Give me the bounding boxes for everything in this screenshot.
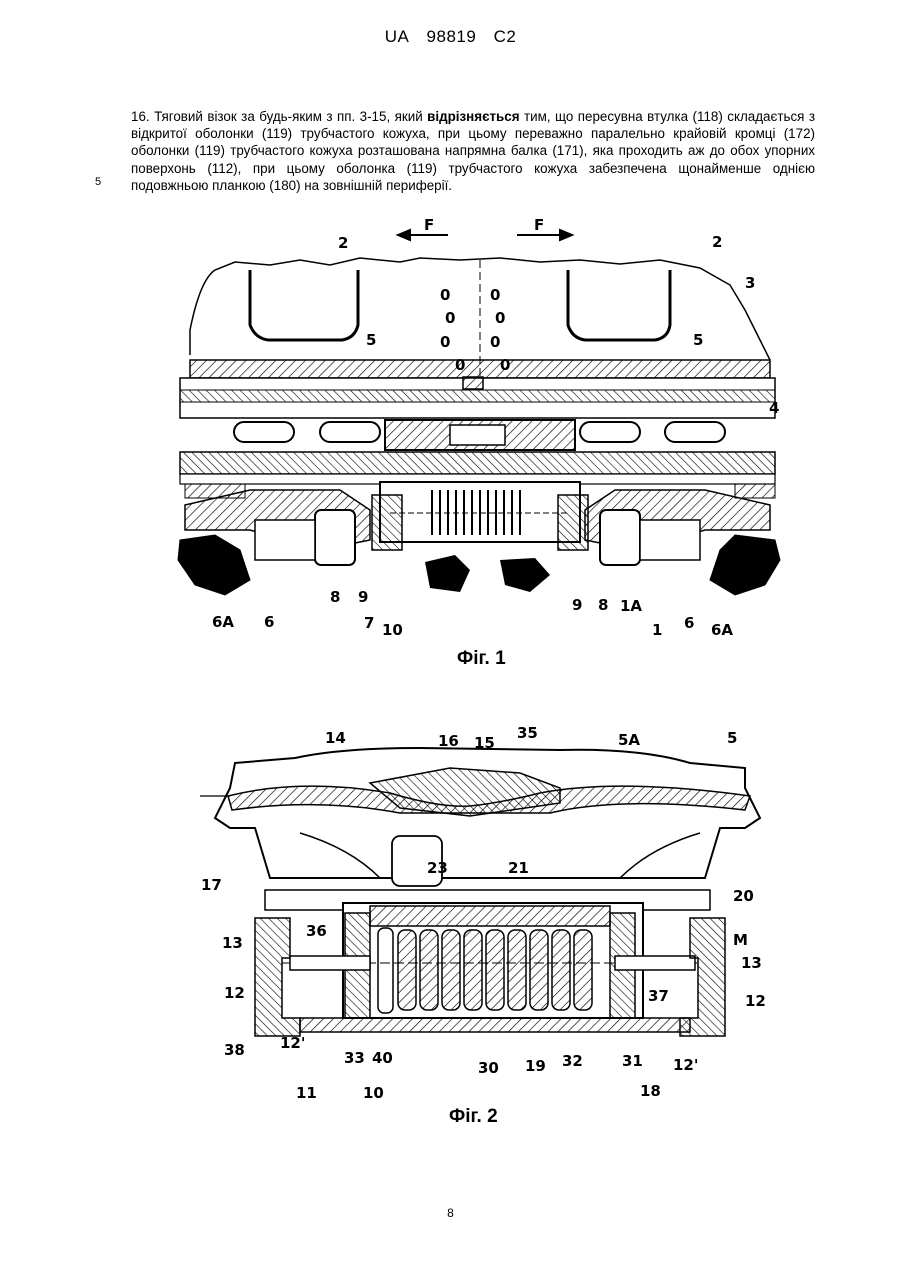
- label-8-right: 8: [598, 596, 608, 614]
- label-12-left: 12: [224, 984, 245, 1002]
- label-17: 17: [201, 876, 222, 894]
- label-6A-right: 6A: [711, 621, 733, 639]
- label-5-left: 5: [366, 331, 376, 349]
- label-31: 31: [622, 1052, 643, 1070]
- line-number: 5: [95, 176, 101, 188]
- figure-2-caption: Фіг. 2: [449, 1106, 498, 1128]
- claim-bold-term: відрізняється: [427, 109, 519, 124]
- label-10: 10: [363, 1084, 384, 1102]
- figure-2-drawing: 14 16 15 35 5A 5 17 23 21 20 13 36 M 13 …: [0, 718, 901, 1103]
- svg-text:0: 0: [495, 309, 505, 327]
- label-13-left: 13: [222, 934, 243, 952]
- svg-text:0: 0: [440, 333, 450, 351]
- label-1: 1: [652, 621, 662, 639]
- patent-number: 98819: [427, 27, 477, 46]
- label-12p-left: 12': [280, 1034, 305, 1052]
- page-number: 8: [0, 1206, 901, 1220]
- label-6-right: 6: [684, 614, 694, 632]
- label-12-right: 12: [745, 992, 766, 1010]
- label-5: 5: [727, 729, 737, 747]
- claim-text: 16. Тяговий візок за будь-яким з пп. 3-1…: [131, 108, 815, 194]
- patent-header: UA 98819 C2: [0, 27, 901, 47]
- label-35: 35: [517, 724, 538, 742]
- label-16: 16: [438, 732, 459, 750]
- label-23: 23: [427, 859, 448, 877]
- label-6-left: 6: [264, 613, 274, 631]
- label-8-left: 8: [330, 588, 340, 606]
- kind-code: C2: [494, 27, 517, 46]
- label-12p-right: 12': [673, 1056, 698, 1074]
- label-6A-left: 6A: [212, 613, 234, 631]
- figure-1: 00 00 00 00 F F: [0, 210, 901, 650]
- label-5A: 5A: [618, 731, 640, 749]
- label-20: 20: [733, 887, 754, 905]
- label-33: 33: [344, 1049, 365, 1067]
- label-19: 19: [525, 1057, 546, 1075]
- figure-1-caption: Фіг. 1: [457, 648, 506, 670]
- label-1A: 1A: [620, 597, 642, 615]
- label-9-right: 9: [572, 596, 582, 614]
- label-F-left: F: [424, 216, 434, 234]
- label-4: 4: [769, 399, 779, 417]
- label-3: 3: [745, 274, 755, 292]
- label-5-right: 5: [693, 331, 703, 349]
- label-7: 7: [364, 614, 374, 632]
- svg-text:0: 0: [440, 286, 450, 304]
- label-15: 15: [474, 734, 495, 752]
- claim-part-1: 16. Тяговий візок за будь-яким з пп. 3-1…: [131, 109, 427, 124]
- label-18: 18: [640, 1082, 661, 1100]
- label-14: 14: [325, 729, 346, 747]
- svg-text:0: 0: [490, 333, 500, 351]
- svg-text:0: 0: [445, 309, 455, 327]
- country-code: UA: [385, 27, 410, 46]
- label-13-right: 13: [741, 954, 762, 972]
- label-38: 38: [224, 1041, 245, 1059]
- label-F-right: F: [534, 216, 544, 234]
- label-10: 10: [382, 621, 403, 639]
- figure-1-drawing: 00 00 00 00 F F: [0, 210, 901, 650]
- label-21: 21: [508, 859, 529, 877]
- label-2-right: 2: [712, 233, 722, 251]
- label-30: 30: [478, 1059, 499, 1077]
- label-36: 36: [306, 922, 327, 940]
- label-M: M: [733, 931, 748, 949]
- figure-2: 14 16 15 35 5A 5 17 23 21 20 13 36 M 13 …: [0, 718, 901, 1103]
- label-2-left: 2: [338, 234, 348, 252]
- label-11: 11: [296, 1084, 317, 1102]
- label-9-left: 9: [358, 588, 368, 606]
- label-40: 40: [372, 1049, 393, 1067]
- svg-text:0: 0: [490, 286, 500, 304]
- label-37: 37: [648, 987, 669, 1005]
- label-32: 32: [562, 1052, 583, 1070]
